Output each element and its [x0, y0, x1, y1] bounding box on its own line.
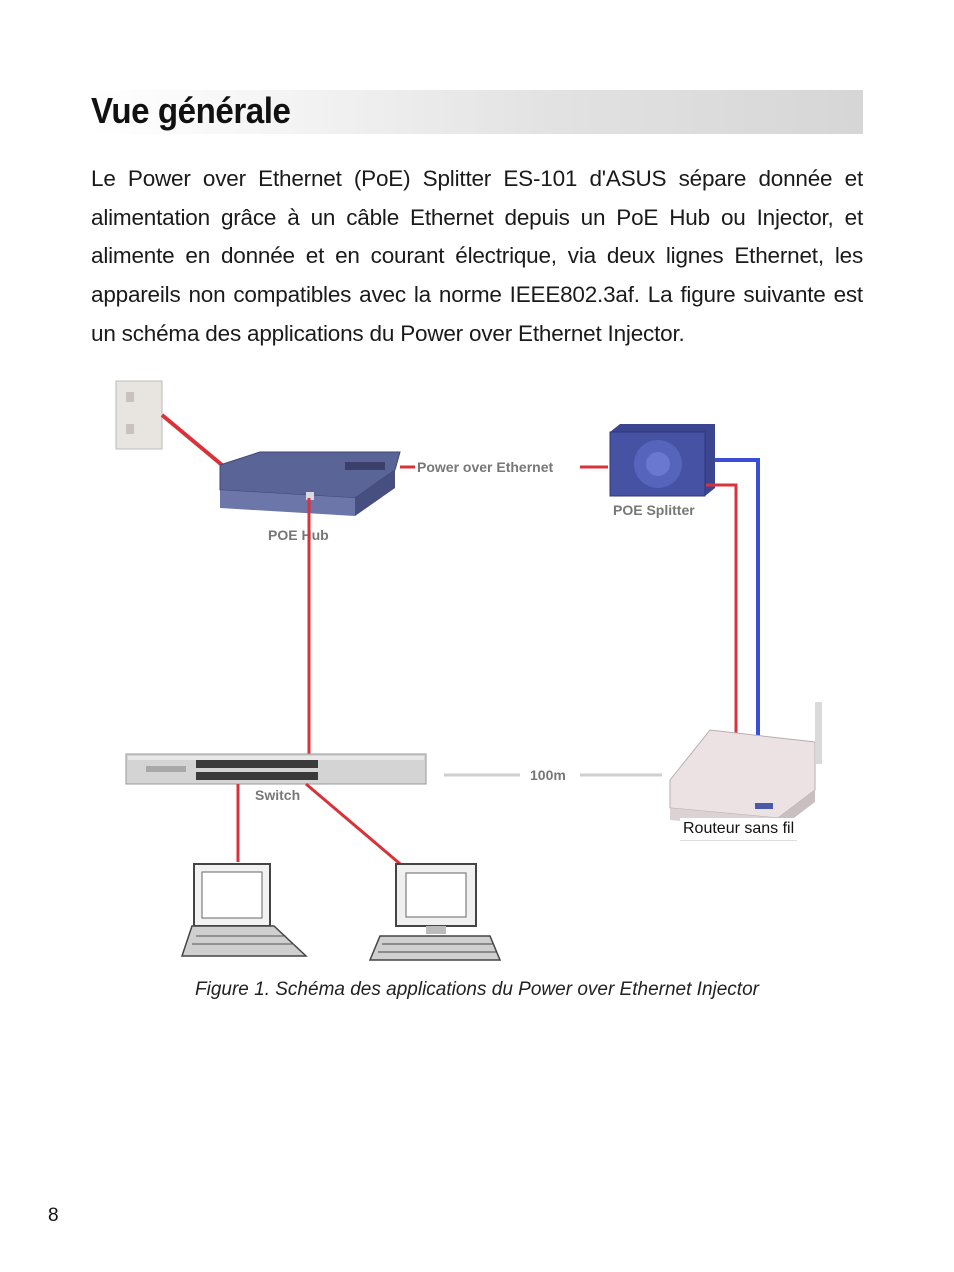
data-cable [715, 458, 760, 738]
desktop-computer-icon [368, 863, 502, 961]
switch-icon [125, 753, 427, 785]
figure-caption: Figure 1. Schéma des applications du Pow… [195, 979, 759, 1000]
poe-hub-icon [219, 451, 401, 516]
power-cable-router [706, 483, 738, 738]
diagram-svg: Power over Ethernet POE Splitter POE Hub… [115, 380, 822, 961]
distance-label: 100m [530, 767, 566, 783]
router-label: Routeur sans fil [680, 818, 798, 841]
poe-application-diagram: Power over Ethernet POE Splitter POE Hub… [110, 370, 840, 970]
poe-splitter-icon [609, 424, 715, 497]
switch-label: Switch [255, 787, 300, 803]
poe-link-label: Power over Ethernet [417, 459, 553, 475]
intro-paragraph: Le Power over Ethernet (PoE) Splitter ES… [91, 166, 863, 346]
power-cable [160, 413, 230, 472]
heading-bar: Vue générale [91, 90, 863, 134]
page-title: Vue générale [91, 90, 291, 131]
laptop-icon [180, 863, 308, 957]
page-number: 8 [48, 1205, 59, 1226]
wall-outlet-icon [115, 380, 163, 450]
poe-hub-label: POE Hub [268, 527, 329, 543]
wireless-router-icon [669, 702, 822, 830]
desktop-cable [305, 782, 413, 876]
poe-splitter-label: POE Splitter [613, 502, 695, 518]
